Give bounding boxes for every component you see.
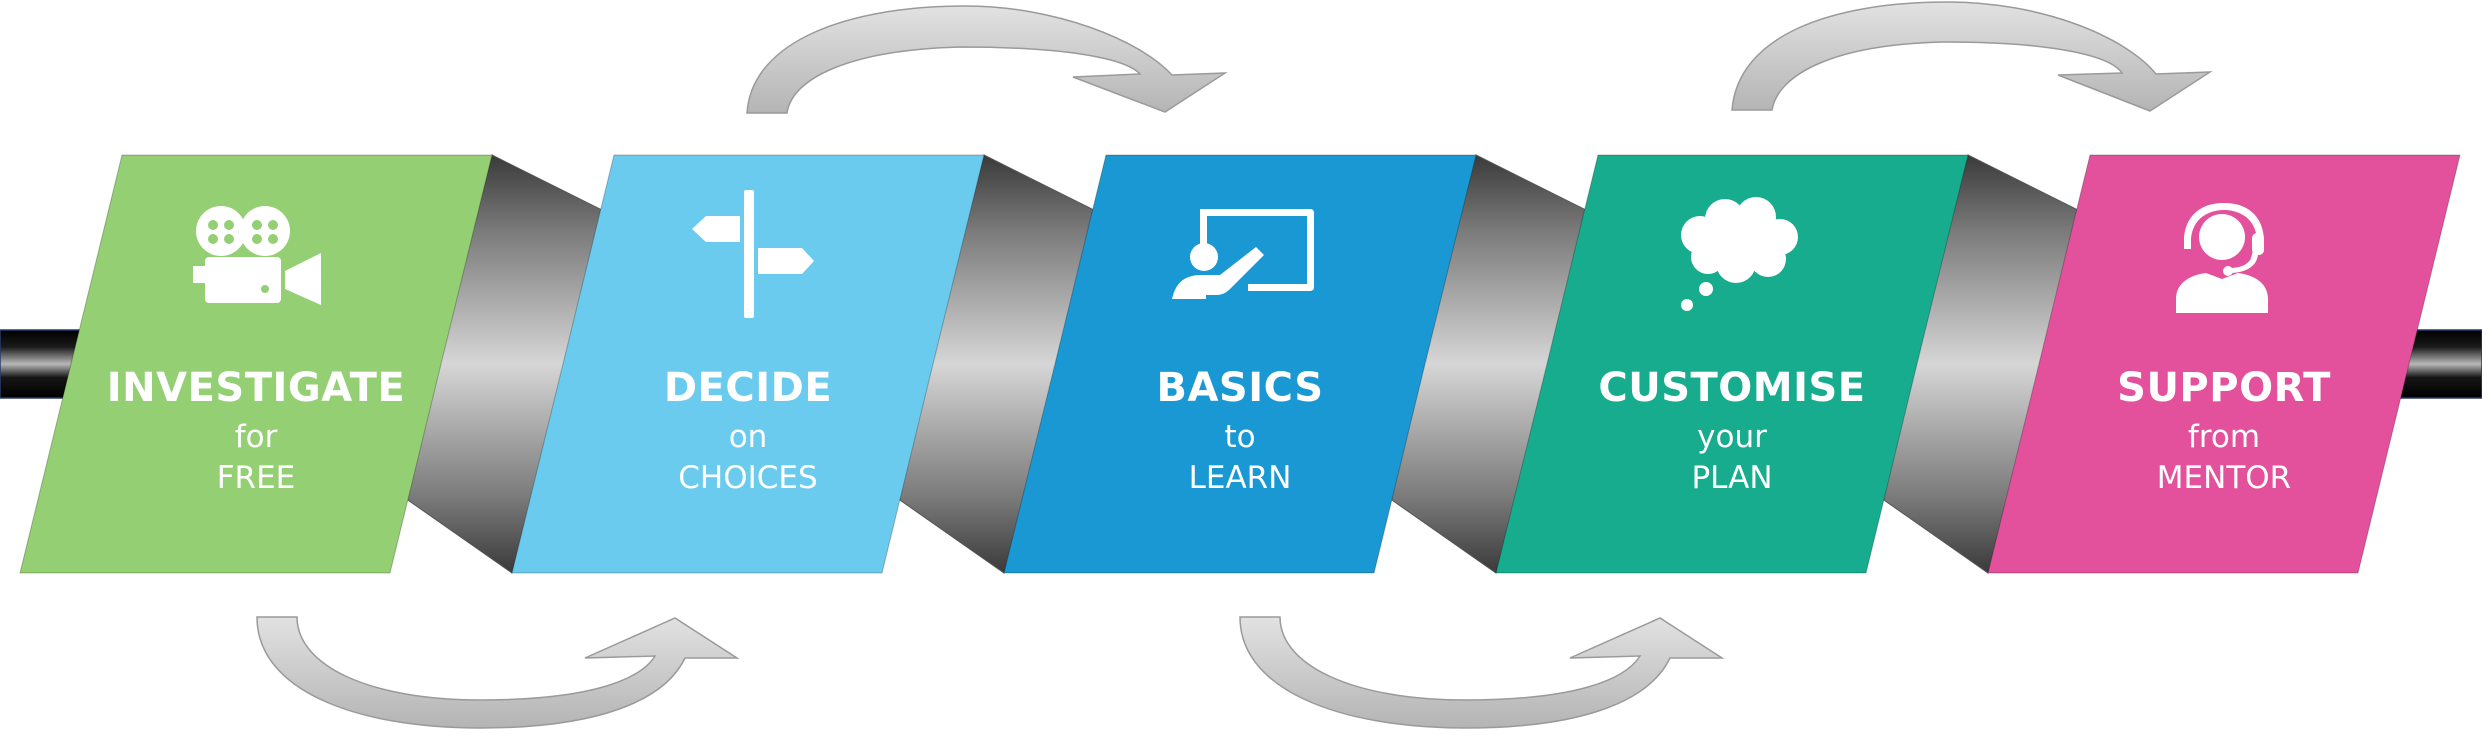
top-curved-arrow-1 [746, 5, 1228, 114]
step-panel-basics [1003, 154, 1477, 574]
bottom-curved-arrow-2 [1239, 616, 1725, 729]
flow-arrows [256, 1, 2213, 729]
step-subtitle: your [1697, 419, 1767, 455]
step-subtitle: for [234, 419, 278, 455]
step-title: SUPPORT [2117, 365, 2331, 411]
step-subtitle-line2: PLAN [1691, 460, 1773, 496]
step-title: BASICS [1156, 365, 1324, 411]
step-text-customise: CUSTOMISE your PLAN [1542, 368, 1922, 494]
step-subtitle-line2: LEARN [1188, 460, 1292, 496]
video-camera-icon [193, 206, 321, 305]
step-subtitle-line2: CHOICES [678, 460, 818, 496]
step-panel-customise [1495, 154, 1969, 574]
step-text-support: SUPPORT from MENTOR [2034, 368, 2414, 494]
step-title: CUSTOMISE [1598, 365, 1866, 411]
step-title: DECIDE [663, 365, 833, 411]
step-subtitle-line2: FREE [216, 460, 296, 496]
step-subtitle-line2: MENTOR [2156, 460, 2292, 496]
thought-cloud-icon [1681, 197, 1798, 311]
step-text-decide: DECIDE on CHOICES [558, 368, 938, 494]
step-subtitle: to [1224, 419, 1256, 455]
step-panel-decide [511, 154, 985, 574]
step-subtitle: on [728, 419, 768, 455]
step-text-basics: BASICS to LEARN [1050, 368, 1430, 494]
teacher-board-icon [1172, 209, 1314, 299]
step-panel-investigate [19, 154, 493, 574]
step-panels [19, 154, 2461, 574]
step-panel-support [1987, 154, 2461, 574]
top-curved-arrow-2 [1731, 1, 2213, 112]
headset-support-icon [2176, 203, 2268, 313]
step-subtitle: from [2187, 419, 2261, 455]
signpost-icon [692, 190, 814, 318]
bottom-curved-arrow-1 [256, 616, 740, 729]
step-text-investigate: INVESTIGATE for FREE [66, 368, 446, 494]
step-icons [193, 190, 2268, 318]
step-title: INVESTIGATE [106, 365, 406, 411]
